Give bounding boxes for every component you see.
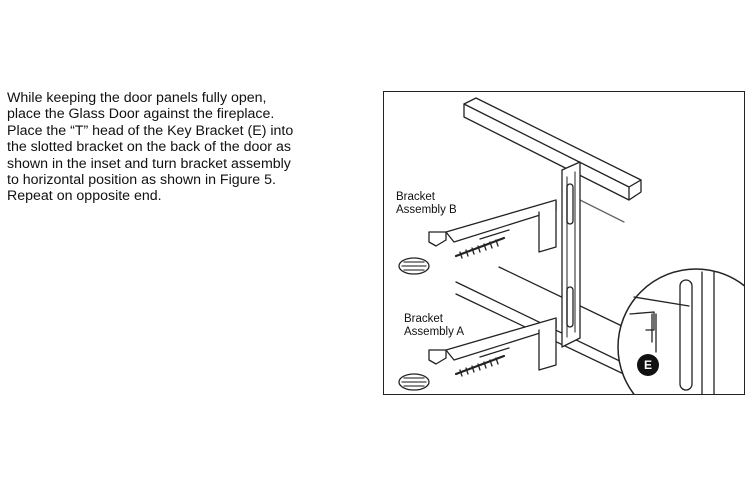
label-bracket-assembly-a: Bracket Assembly A — [404, 313, 464, 339]
instruction-line-7: Repeat on opposite end. — [7, 188, 162, 205]
instruction-line-6: to horizontal position as shown in Figur… — [7, 172, 276, 189]
callout-e-badge: E — [637, 354, 659, 376]
label-b-line2: Assembly B — [396, 204, 457, 216]
label-b-line1: Bracket — [396, 191, 435, 203]
bracket-illustration — [398, 97, 744, 394]
instruction-line-2: place the Glass Door against the firepla… — [7, 106, 275, 123]
instruction-line-1: While keeping the door panels fully open… — [7, 90, 267, 106]
instruction-text: While keeping the door panels fully open… — [7, 90, 347, 205]
instruction-line-4: the slotted bracket on the back of the d… — [7, 139, 291, 156]
instruction-line-5: shown in the inset and turn bracket asse… — [7, 155, 291, 172]
label-a-line2: Assembly A — [404, 326, 465, 338]
label-bracket-assembly-b: Bracket Assembly B — [396, 191, 457, 217]
instruction-line-3: Place the “T” head of the Key Bracket (E… — [7, 122, 294, 139]
label-a-line1: Bracket — [404, 313, 443, 325]
installation-figure: Bracket Assembly B Bracket Assembly A E — [383, 91, 745, 395]
